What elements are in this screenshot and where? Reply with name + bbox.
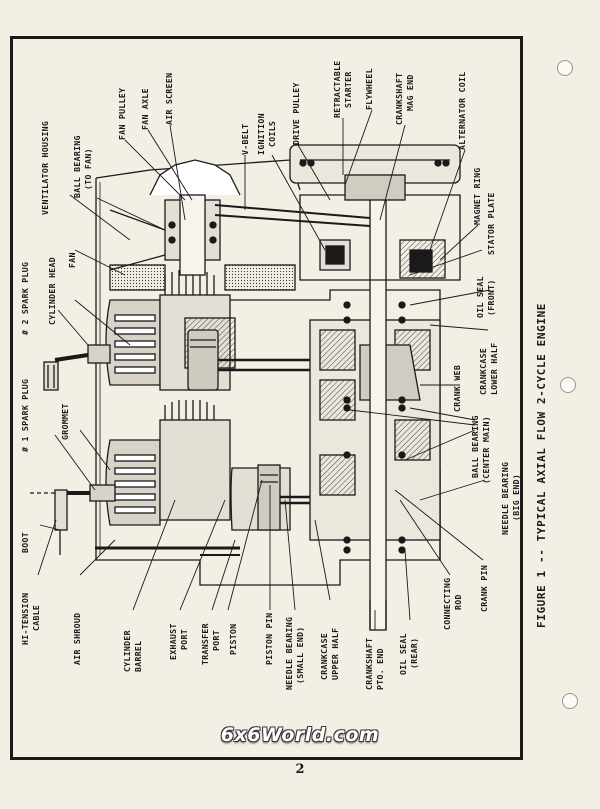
label-cylinder-barrel: CYLINDERBARREL <box>122 630 143 672</box>
binder-hole-bottom <box>562 693 578 709</box>
label-ventilator-housing: VENTILATOR HOUSING <box>40 121 50 215</box>
label-retractable-starter: RETRACTABLESTARTER <box>332 60 353 118</box>
label-crankcase-lower-half: CRANKCASELOWER HALF <box>478 343 499 395</box>
label-flywheel: FLYWHEEL <box>364 68 374 110</box>
cylinder-head-2 <box>105 299 161 386</box>
label-grommet: GROMMET <box>60 403 70 440</box>
label-piston: PISTON <box>228 624 238 655</box>
label-v-belt: V-BELT <box>240 124 250 155</box>
leader-lines <box>37 109 491 630</box>
label-fan: FAN <box>67 252 77 268</box>
label-ball-bearing-center: BALL BEARING(CENTER MAIN) <box>470 415 491 484</box>
engine-cross-section <box>30 144 461 631</box>
label-fan-axle: FAN AXLE <box>140 88 150 130</box>
label-exhaust-port: EXHAUSTPORT <box>168 623 189 660</box>
v-belt <box>214 204 371 219</box>
cylinder-head-1 <box>105 439 161 526</box>
binder-hole-middle <box>560 377 576 393</box>
label-hi-tension-cable: HI-TENSIONCABLE <box>20 593 41 645</box>
flywheel-starter <box>289 144 461 281</box>
label-oil-seal-rear: OIL SEAL(REAR) <box>398 633 419 675</box>
label-alternator-coil: ALTERNATOR COIL <box>457 72 467 150</box>
label-crankshaft-pto-end: CRANKSHAFTPTO. END <box>364 638 385 690</box>
fan-assembly <box>109 159 296 291</box>
label-piston-pin: PISTON PIN <box>264 613 274 665</box>
binder-hole-top <box>557 60 573 76</box>
label-needle-bearing-small: NEEDLE BEARING(SMALL END) <box>284 617 305 690</box>
label-crank-web: CRANK WEB <box>452 365 462 412</box>
piston-upper <box>187 329 330 391</box>
label-crankcase-upper-half: CRANKCASEUPPER HALF <box>319 628 340 680</box>
label-spark-plug-2: # 2 SPARK PLUG <box>20 262 30 335</box>
label-spark-plug-1: # 1 SPARK PLUG <box>20 379 30 452</box>
label-connecting-rod: CONNECTINGROD <box>442 578 463 630</box>
label-stator-plate: STATOR PLATE <box>486 192 496 255</box>
label-fan-pulley: FAN PULLEY <box>117 88 127 140</box>
label-crankshaft-mag-end: CRANKSHAFTMAG END <box>394 73 415 125</box>
label-needle-bearing-big: NEEDLE BEARING(BIG END) <box>500 462 521 535</box>
label-oil-seal-front: OIL SEAL(FRONT) <box>475 276 496 318</box>
label-crank-pin: CRANK PIN <box>479 565 489 612</box>
page-number: 2 <box>295 762 305 777</box>
figure-frame <box>10 36 523 760</box>
label-ball-bearing-fan: BALL BEARING(TO FAN) <box>72 135 93 198</box>
crankshaft <box>369 189 387 631</box>
label-cylinder-head: CYLINDER HEAD <box>47 257 57 325</box>
spark-plug-2 <box>43 344 111 391</box>
spark-plug-1 <box>30 484 116 555</box>
label-air-screen: AIR SCREEN <box>164 73 174 125</box>
watermark: 6x6World.com <box>220 724 380 746</box>
cylinder-barrel-lower <box>159 400 231 521</box>
label-magnet-ring: MAGNET RING <box>472 167 482 225</box>
label-ignition-coils: IGNITIONCOILS <box>256 113 277 155</box>
labels: BALL BEARING(TO FAN) FAN PULLEY FAN AXLE… <box>20 60 521 690</box>
figure-caption: FIGURE 1 -- TYPICAL AXIAL FLOW 2-CYCLE E… <box>535 303 548 628</box>
label-transfer-port: TRANSFERPORT <box>200 623 221 665</box>
label-air-shroud: AIR SHROUD <box>72 613 82 665</box>
label-boot: BOOT <box>20 532 30 553</box>
label-drive-pulley: DRIVE PULLEY <box>291 82 301 145</box>
